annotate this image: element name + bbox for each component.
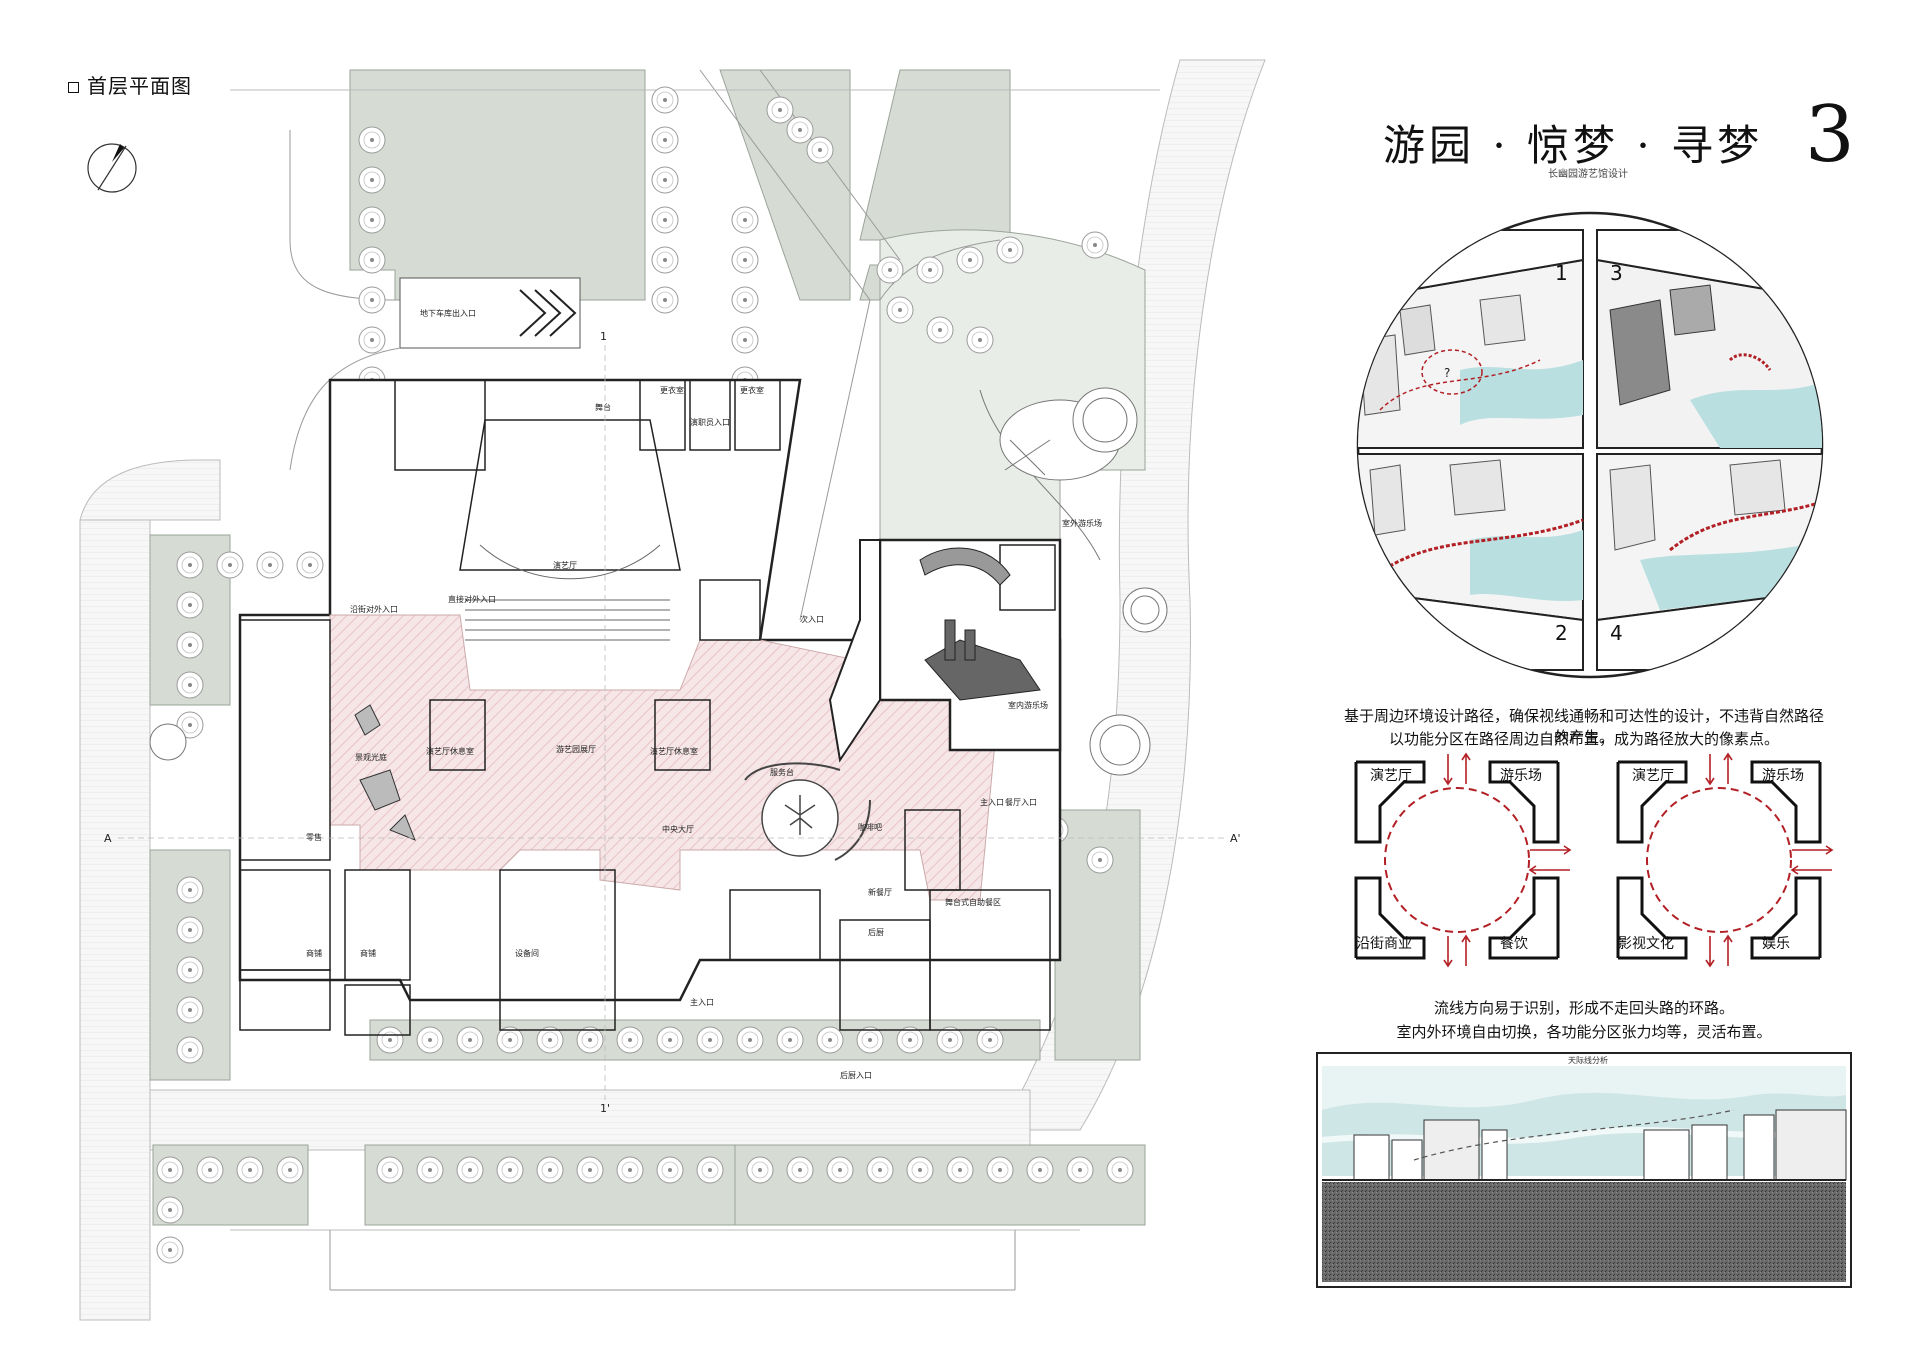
skyline-buildings xyxy=(1353,1109,1847,1181)
brand-subtitle: 长幽园游艺馆设计 xyxy=(1548,169,1628,180)
grid-A: A xyxy=(104,832,112,845)
panel-num-2: 2 xyxy=(1555,621,1568,645)
label-secondary-entry: 次入口 xyxy=(800,614,824,624)
flow-diagram-right: 演艺厅 游乐场 影视文化 娱乐 xyxy=(1616,752,1834,968)
label-stage: 舞台 xyxy=(595,402,611,412)
floor-plan: 地下车库出入口 演艺厅 游艺园展厅 中央大厅 演艺厅休息室 演艺厅休息室 室内游… xyxy=(79,59,1266,1321)
label-storage: 设备间 xyxy=(515,948,539,958)
panel-3 xyxy=(1596,258,1822,449)
label-main-entry-right: 主入口 xyxy=(980,797,1004,807)
label-back-entry: 后厨入口 xyxy=(840,1070,872,1080)
panel-num-4: 4 xyxy=(1610,621,1623,645)
label-main-entry-bottom: 主入口 xyxy=(690,997,714,1007)
road-lines xyxy=(230,69,1160,1291)
flow-left-tr: 游乐场 xyxy=(1500,768,1542,784)
flow-left-br: 餐饮 xyxy=(1500,936,1528,952)
skyline-analysis: 天际线分析 xyxy=(1316,1052,1852,1288)
text2-line1: 流线方向易于识别，形成不走回头路的环路。 xyxy=(1433,999,1734,1017)
panel-num-1: 1 xyxy=(1555,261,1568,285)
grid-1p: 1' xyxy=(600,1102,610,1115)
rooms xyxy=(239,379,1056,1036)
plan-title-text: 首层平面图 xyxy=(87,74,192,98)
auditorium-seats xyxy=(465,544,670,641)
label-cafe: 咖啡吧 xyxy=(858,822,882,832)
flow-right-bl: 影视文化 xyxy=(1618,936,1674,952)
flow-right-tl: 演艺厅 xyxy=(1632,768,1674,784)
label-performance-hall: 演艺厅 xyxy=(553,560,577,570)
title-square-icon xyxy=(68,82,79,93)
text2-line2: 室内外环境自由切换，各功能分区张力均等，灵活布置。 xyxy=(1396,1023,1772,1041)
label-central-hall: 中央大厅 xyxy=(662,824,694,834)
label-outdoor-playground: 室外游乐场 xyxy=(1062,518,1102,528)
flow-right-tr: 游乐场 xyxy=(1762,768,1804,784)
flow-left-bl: 沿街商业 xyxy=(1356,936,1412,952)
label-gallery: 游艺园展厅 xyxy=(556,744,596,754)
label-underground-entry: 地下车库出入口 xyxy=(420,308,476,318)
label-shop: 零售 xyxy=(306,832,322,842)
skyline-title: 天际线分析 xyxy=(1568,1055,1608,1065)
flow-diagram-left: 演艺厅 游乐场 沿街商业 餐饮 xyxy=(1354,752,1572,968)
label-rehearsal: 演职员入口 xyxy=(690,417,730,427)
panel-2 xyxy=(1358,453,1584,622)
landscape-rocks xyxy=(354,704,416,841)
label-dressing2: 更衣室 xyxy=(740,385,764,395)
brand-number: 3 xyxy=(1805,90,1855,180)
circle-analysis: ? 1 3 xyxy=(1356,211,1824,679)
grid-Ap: A' xyxy=(1230,832,1241,845)
grid-1: 1 xyxy=(600,330,607,343)
label-lounge-left: 演艺厅休息室 xyxy=(426,746,474,756)
label-shop3: 商铺 xyxy=(360,948,376,958)
north-arrow-icon xyxy=(87,143,137,193)
flow-right-br: 娱乐 xyxy=(1762,936,1790,952)
flow-diagrams: 演艺厅 游乐场 沿街商业 餐饮 演艺厅 游乐场 影视文化 娱乐 xyxy=(1354,752,1834,968)
text1-line2: 以功能分区在路径周边自然布置，成为路径放大的像素点。 xyxy=(1388,730,1779,748)
panel-num-3: 3 xyxy=(1610,261,1623,285)
label-service-desk: 服务台 xyxy=(770,767,794,777)
central-planter xyxy=(744,762,871,861)
label-restaurant-entry: 餐厅入口 xyxy=(1005,798,1037,807)
label-dressing1: 更衣室 xyxy=(660,385,684,395)
label-new-restaurant: 新餐厅 xyxy=(868,887,892,897)
panel-4 xyxy=(1596,453,1822,622)
label-lounge-right: 演艺厅休息室 xyxy=(650,746,698,756)
label-kitchen: 后厨 xyxy=(868,927,884,937)
label-dance-restaurant: 舞台式自助餐区 xyxy=(945,897,1001,907)
text1-line1: 基于周边环境设计路径，确保视线通畅和可达性的设计，不违背自然路径的产生。 xyxy=(1344,707,1825,746)
label-shop2: 商铺 xyxy=(306,948,322,958)
label-indoor-playground: 室内游乐场 xyxy=(1008,700,1048,710)
panel-1: ? xyxy=(1358,258,1584,449)
brand-title: 游园 · 惊梦 · 寻梦 xyxy=(1383,121,1764,170)
label-street-entry: 沿街对外入口 xyxy=(350,604,398,614)
label-direct-entry: 直接对外入口 xyxy=(448,594,496,604)
pirate-ship xyxy=(919,547,1041,701)
plan-title: 首层平面图 xyxy=(68,70,192,99)
outdoor-playground xyxy=(149,387,1168,776)
svg-text:?: ? xyxy=(1444,366,1450,380)
flow-left-tl: 演艺厅 xyxy=(1370,768,1412,784)
label-landscape: 景观光庭 xyxy=(355,752,387,762)
